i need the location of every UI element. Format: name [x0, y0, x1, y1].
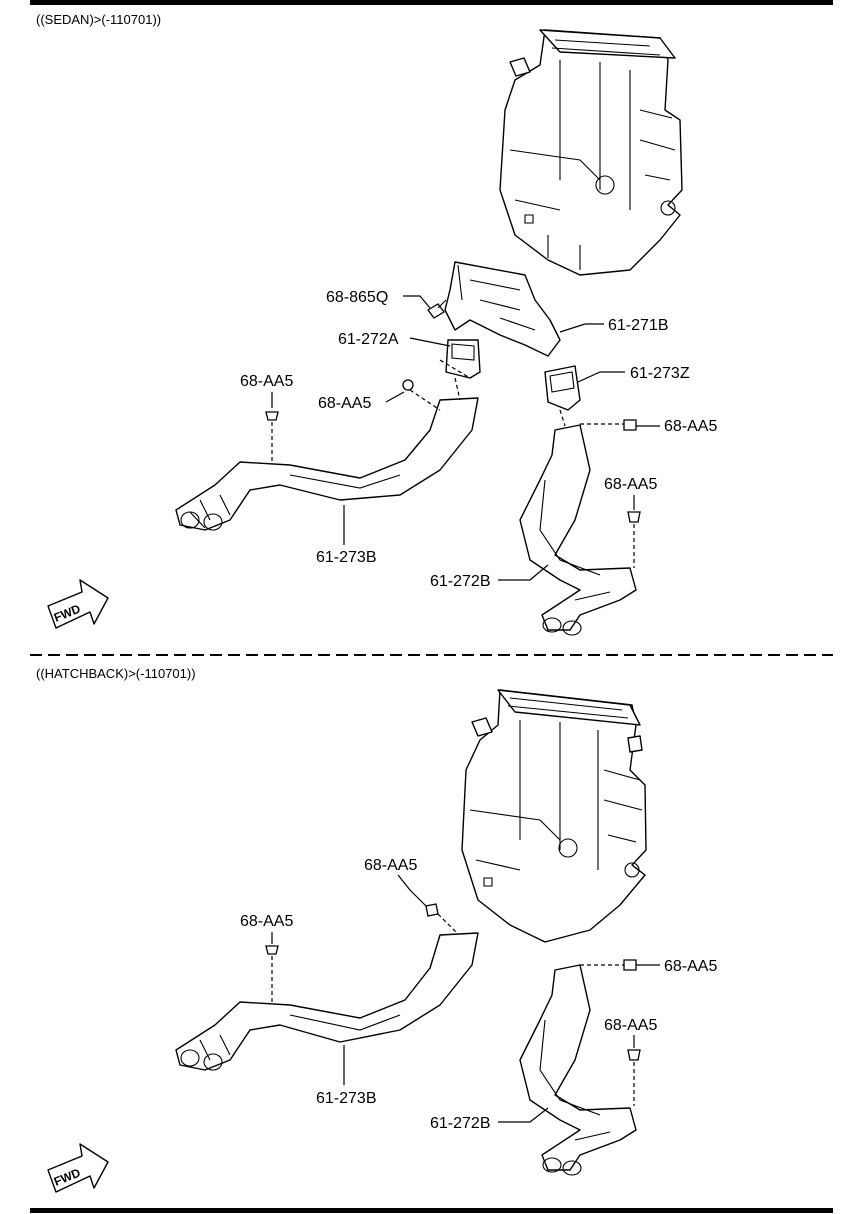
sedan-part-61-273z[interactable] [544, 365, 581, 411]
hatchback-callout-61-273b: 61-273B [316, 1090, 377, 1107]
sedan-part-61-271b[interactable] [444, 261, 561, 357]
hatchback-part-61-273b[interactable] [175, 932, 479, 1071]
sedan-callout-61-272a: 61-272A [338, 331, 399, 348]
hatchback-fwd-arrow-icon: FWD [47, 1143, 109, 1193]
sedan-callout-68-865q: 68-865Q [326, 289, 388, 306]
hatchback-callout-68-aa5-top: 68-AA5 [364, 857, 417, 874]
hatchback-group: 68-AA5 68-AA5 68-AA5 68-AA5 61-273B 61-2… [47, 689, 717, 1193]
hatchback-callout-68-aa5-left: 68-AA5 [240, 913, 293, 930]
hatchback-clip-right-top[interactable] [580, 959, 637, 971]
sedan-clip-left[interactable] [265, 411, 279, 462]
bottom-border [30, 1208, 833, 1213]
hatchback-part-61-272b[interactable] [519, 964, 637, 1176]
sedan-clip-right-lower[interactable] [627, 511, 641, 568]
sedan-part-61-272b[interactable] [519, 424, 637, 636]
hatchback-callout-68-aa5-right: 68-AA5 [664, 958, 717, 975]
hatchback-clip-left[interactable] [265, 945, 279, 1002]
sedan-group: 68-865Q 61-271B 61-272A 61-273Z 68-AA5 6… [47, 29, 717, 636]
sedan-clip-right-top[interactable] [580, 419, 637, 431]
sedan-callout-61-273b: 61-273B [316, 549, 377, 566]
sedan-callout-68-aa5-right: 68-AA5 [664, 418, 717, 435]
sedan-screw-68-865q[interactable] [427, 299, 447, 319]
sedan-callout-68-aa5-lower: 68-AA5 [604, 476, 657, 493]
sedan-part-61-273b[interactable] [175, 397, 479, 531]
sedan-heater-unit[interactable] [499, 29, 683, 276]
sedan-callout-68-aa5-left: 68-AA5 [240, 373, 293, 390]
sedan-callout-61-271b: 61-271B [608, 317, 669, 334]
hatchback-callout-68-aa5-lower: 68-AA5 [604, 1017, 657, 1034]
hatchback-heater-unit[interactable] [461, 689, 647, 943]
hatchback-clip-right-lower[interactable] [627, 1049, 641, 1106]
sedan-part-61-272a[interactable] [445, 339, 481, 379]
sedan-fwd-arrow-icon: FWD [47, 579, 109, 629]
hatchback-callout-61-272b: 61-272B [430, 1115, 491, 1132]
hatchback-section-label: ((HATCHBACK)>(-110701)) [36, 666, 196, 681]
sedan-callout-68-aa5-mid: 68-AA5 [318, 395, 371, 412]
hatchback-clip-mid[interactable] [425, 903, 459, 935]
sedan-callout-61-273z: 61-273Z [630, 365, 690, 382]
sedan-clip-mid[interactable] [402, 379, 441, 411]
top-border [30, 0, 833, 5]
sedan-callout-61-272b: 61-272B [430, 573, 491, 590]
sedan-section-label: ((SEDAN)>(-110701)) [36, 12, 162, 27]
